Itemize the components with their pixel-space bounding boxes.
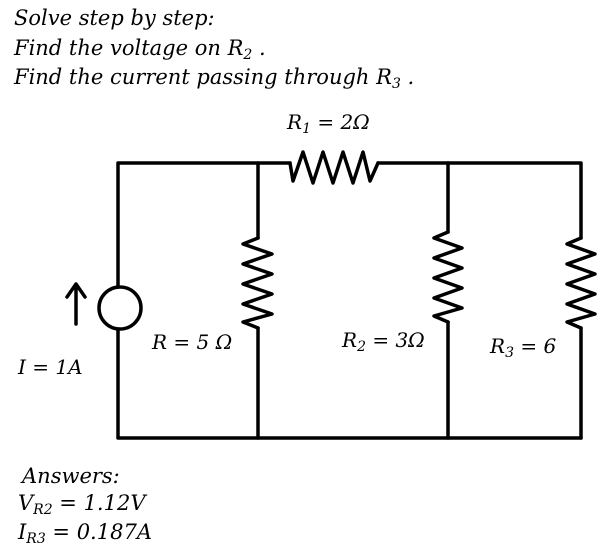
answers-heading: Answers: <box>22 464 120 488</box>
r3-zigzag <box>565 236 597 330</box>
answer-ir3: IR3 = 0.187A <box>18 520 152 547</box>
r1-label: R1 = 2Ω <box>287 110 370 137</box>
r3-label: R3 = 6 <box>490 334 557 361</box>
problem-line-3: Find the current passing through R3 . <box>14 65 415 92</box>
current-arrow-icon <box>65 282 87 326</box>
r2-zigzag <box>432 230 464 324</box>
problem-line-1: Solve step by step: <box>14 6 215 30</box>
problem-line-2: Find the voltage on R2 . <box>14 36 266 63</box>
source-label: I = 1A <box>18 355 83 379</box>
bottom-wire <box>116 328 583 440</box>
top-wire-left <box>116 161 292 288</box>
current-source-circle <box>97 285 143 331</box>
r-label: R = 5 Ω <box>152 330 233 354</box>
r1-zigzag <box>288 150 380 185</box>
r-zigzag <box>241 236 274 330</box>
answer-vr2: VR2 = 1.12V <box>18 491 146 518</box>
r2-label: R2 = 3Ω <box>342 328 425 355</box>
top-wire-right <box>376 161 583 240</box>
